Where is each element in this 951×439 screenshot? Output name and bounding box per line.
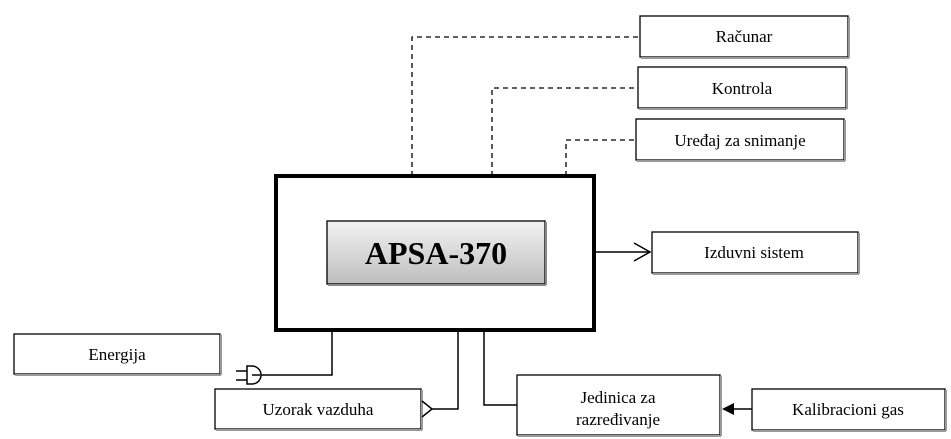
apsa-370-title: APSA-370: [365, 235, 507, 271]
box-izduvni: Izduvni sistem: [651, 231, 860, 275]
box-uredaj-label: Uređaj za snimanje: [674, 131, 805, 150]
box-jedinica-label-line2: razređivanje: [576, 410, 660, 429]
box-energija: Energija: [13, 333, 222, 376]
box-uredaj: Uređaj za snimanje: [635, 118, 846, 162]
box-jedinica: Jedinica za razređivanje: [516, 374, 722, 437]
power-plug-connector: [236, 330, 333, 385]
apsa-370-box: APSA-370: [326, 220, 547, 286]
box-kalibracioni-label: Kalibracioni gas: [792, 400, 904, 419]
box-energija-label: Energija: [88, 345, 146, 364]
arrow-to-izduvni: [596, 242, 652, 262]
dashed-connectors: [411, 36, 640, 176]
box-jedinica-label-line1: Jedinica za: [580, 388, 655, 407]
dilution-connector: [483, 330, 517, 406]
box-uzorak-label: Uzorak vazduha: [263, 400, 374, 419]
sample-air-connector: [421, 330, 459, 418]
connector-uredaj: [565, 139, 636, 176]
connector-racunar: [411, 36, 640, 176]
box-kalibracioni: Kalibracioni gas: [751, 388, 947, 432]
box-kontrola: Kontrola: [637, 66, 848, 110]
box-racunar-label: Računar: [716, 27, 773, 46]
box-racunar: Računar: [639, 15, 850, 59]
box-izduvni-label: Izduvni sistem: [704, 243, 804, 262]
arrow-to-jedinica: [722, 403, 752, 415]
box-kontrola-label: Kontrola: [712, 79, 773, 98]
box-uzorak: Uzorak vazduha: [214, 388, 423, 431]
connector-kontrola: [491, 87, 638, 176]
